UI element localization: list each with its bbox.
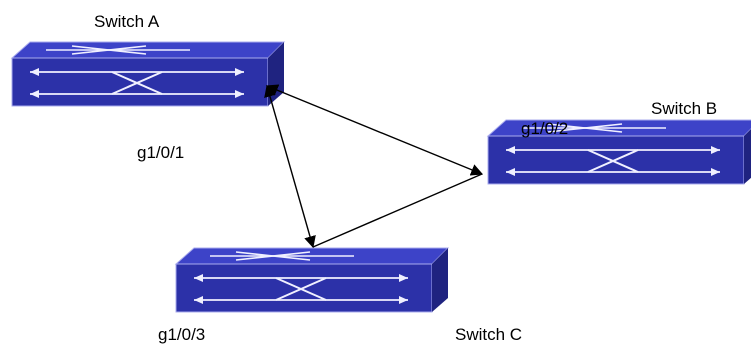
port-label-a: g1/0/1 bbox=[137, 143, 185, 162]
switch-c-icon bbox=[176, 248, 448, 312]
link-a-b bbox=[265, 84, 484, 176]
switch-a-icon bbox=[12, 42, 284, 106]
port-label-b: g1/0/2 bbox=[521, 119, 569, 138]
switch-c-label: Switch C bbox=[455, 325, 523, 344]
switch-b-label: Switch B bbox=[651, 99, 718, 118]
port-label-c: g1/0/3 bbox=[158, 325, 206, 344]
link-a-c bbox=[264, 84, 316, 249]
link-b-c bbox=[312, 173, 483, 248]
switch-a-label: Switch A bbox=[94, 12, 160, 31]
